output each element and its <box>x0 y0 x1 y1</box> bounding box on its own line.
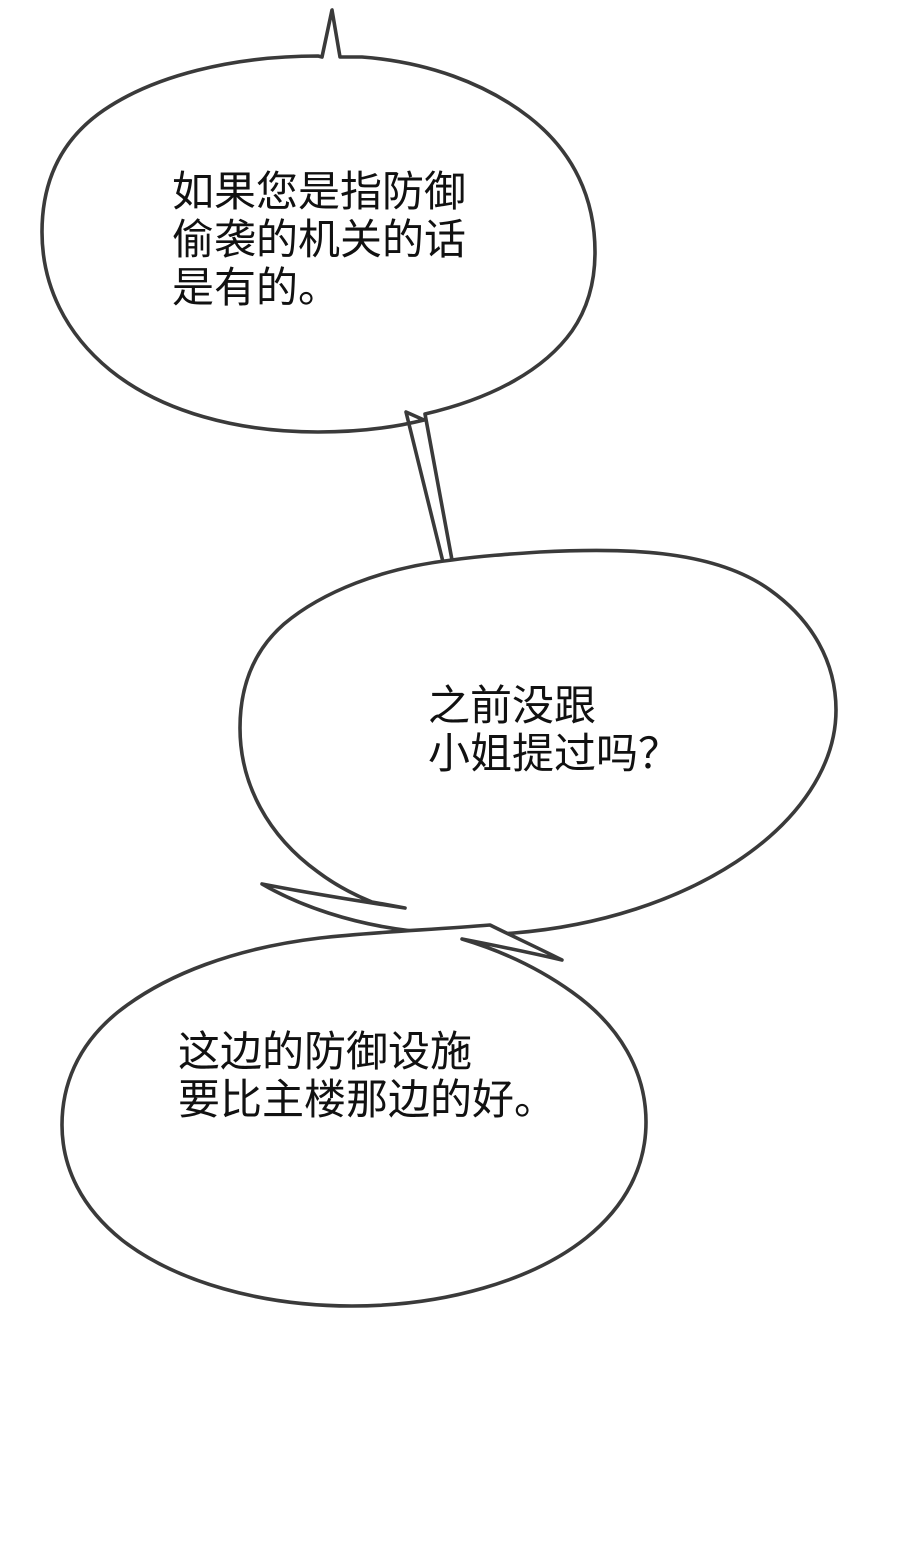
bubble-3-text: 这边的防御设施 要比主楼那边的好。 <box>178 1028 557 1123</box>
bubble-3-outline <box>60 923 648 1308</box>
bubble-1-text: 如果您是指防御 偷袭的机关的话 是有的。 <box>172 168 467 311</box>
bubble-2-text: 之前没跟 小姐提过吗？ <box>428 682 681 777</box>
bubble-1-outline <box>40 8 597 564</box>
